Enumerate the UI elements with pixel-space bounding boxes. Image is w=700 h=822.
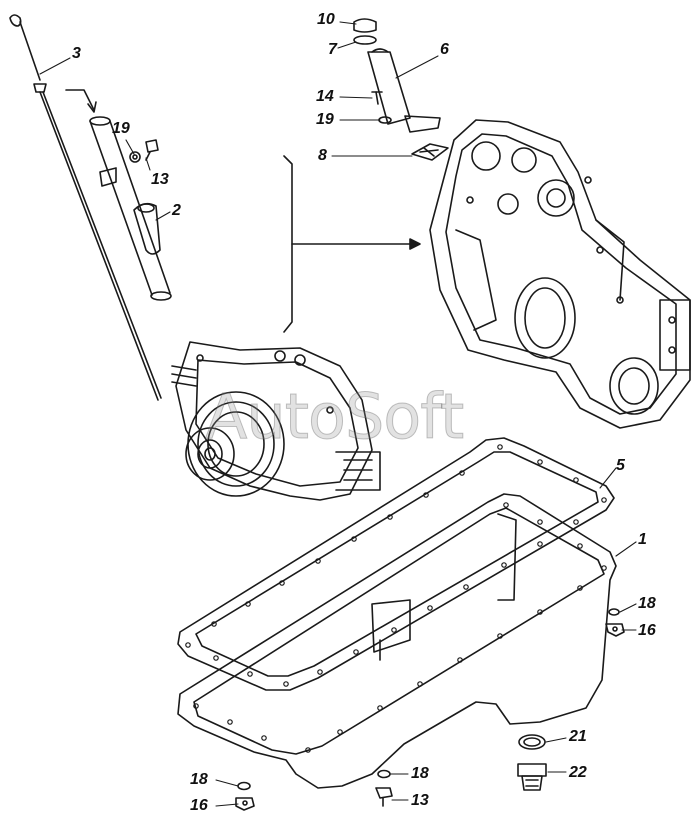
callout-1: 1 xyxy=(638,531,647,548)
callout-19-left: 19 xyxy=(112,120,130,137)
callout-21: 21 xyxy=(569,728,587,745)
callout-18-center: 18 xyxy=(411,765,429,782)
washer-nut-right-part xyxy=(605,608,625,637)
assembly-arrow xyxy=(65,89,97,113)
oil-filler-assembly xyxy=(353,18,449,161)
callout-16-right: 16 xyxy=(638,622,656,639)
drain-plug-part xyxy=(517,734,547,791)
callout-14: 14 xyxy=(316,88,334,105)
callout-13-lower: 13 xyxy=(411,792,429,809)
oil-pan-part xyxy=(177,493,617,789)
washer-nut-left-part xyxy=(235,781,255,811)
callout-18-left: 18 xyxy=(190,771,208,788)
callout-18-right: 18 xyxy=(638,595,656,612)
callout-8: 8 xyxy=(318,147,327,164)
callout-16-left: 16 xyxy=(190,797,208,814)
leader-lines xyxy=(39,21,637,807)
callout-10: 10 xyxy=(317,11,335,28)
callout-2: 2 xyxy=(172,202,181,219)
callout-3: 3 xyxy=(72,45,81,62)
dipstick-part xyxy=(9,14,162,401)
dipstick-tube-part xyxy=(89,116,172,301)
washer-bolt-center-part xyxy=(375,769,393,807)
bracket-arrow xyxy=(283,155,421,333)
front-cover-pulley-part xyxy=(171,341,381,501)
callout-7: 7 xyxy=(328,41,337,58)
callout-22: 22 xyxy=(569,764,587,781)
timing-housing-part xyxy=(429,119,691,429)
callout-19-upper: 19 xyxy=(316,111,334,128)
callout-13-upper: 13 xyxy=(151,171,169,188)
rim-bolt-holes xyxy=(185,444,607,753)
callout-5: 5 xyxy=(616,457,625,474)
callout-6: 6 xyxy=(440,41,449,58)
bolt-and-washer-part xyxy=(129,139,159,163)
oil-pan-gasket-part xyxy=(177,437,615,691)
